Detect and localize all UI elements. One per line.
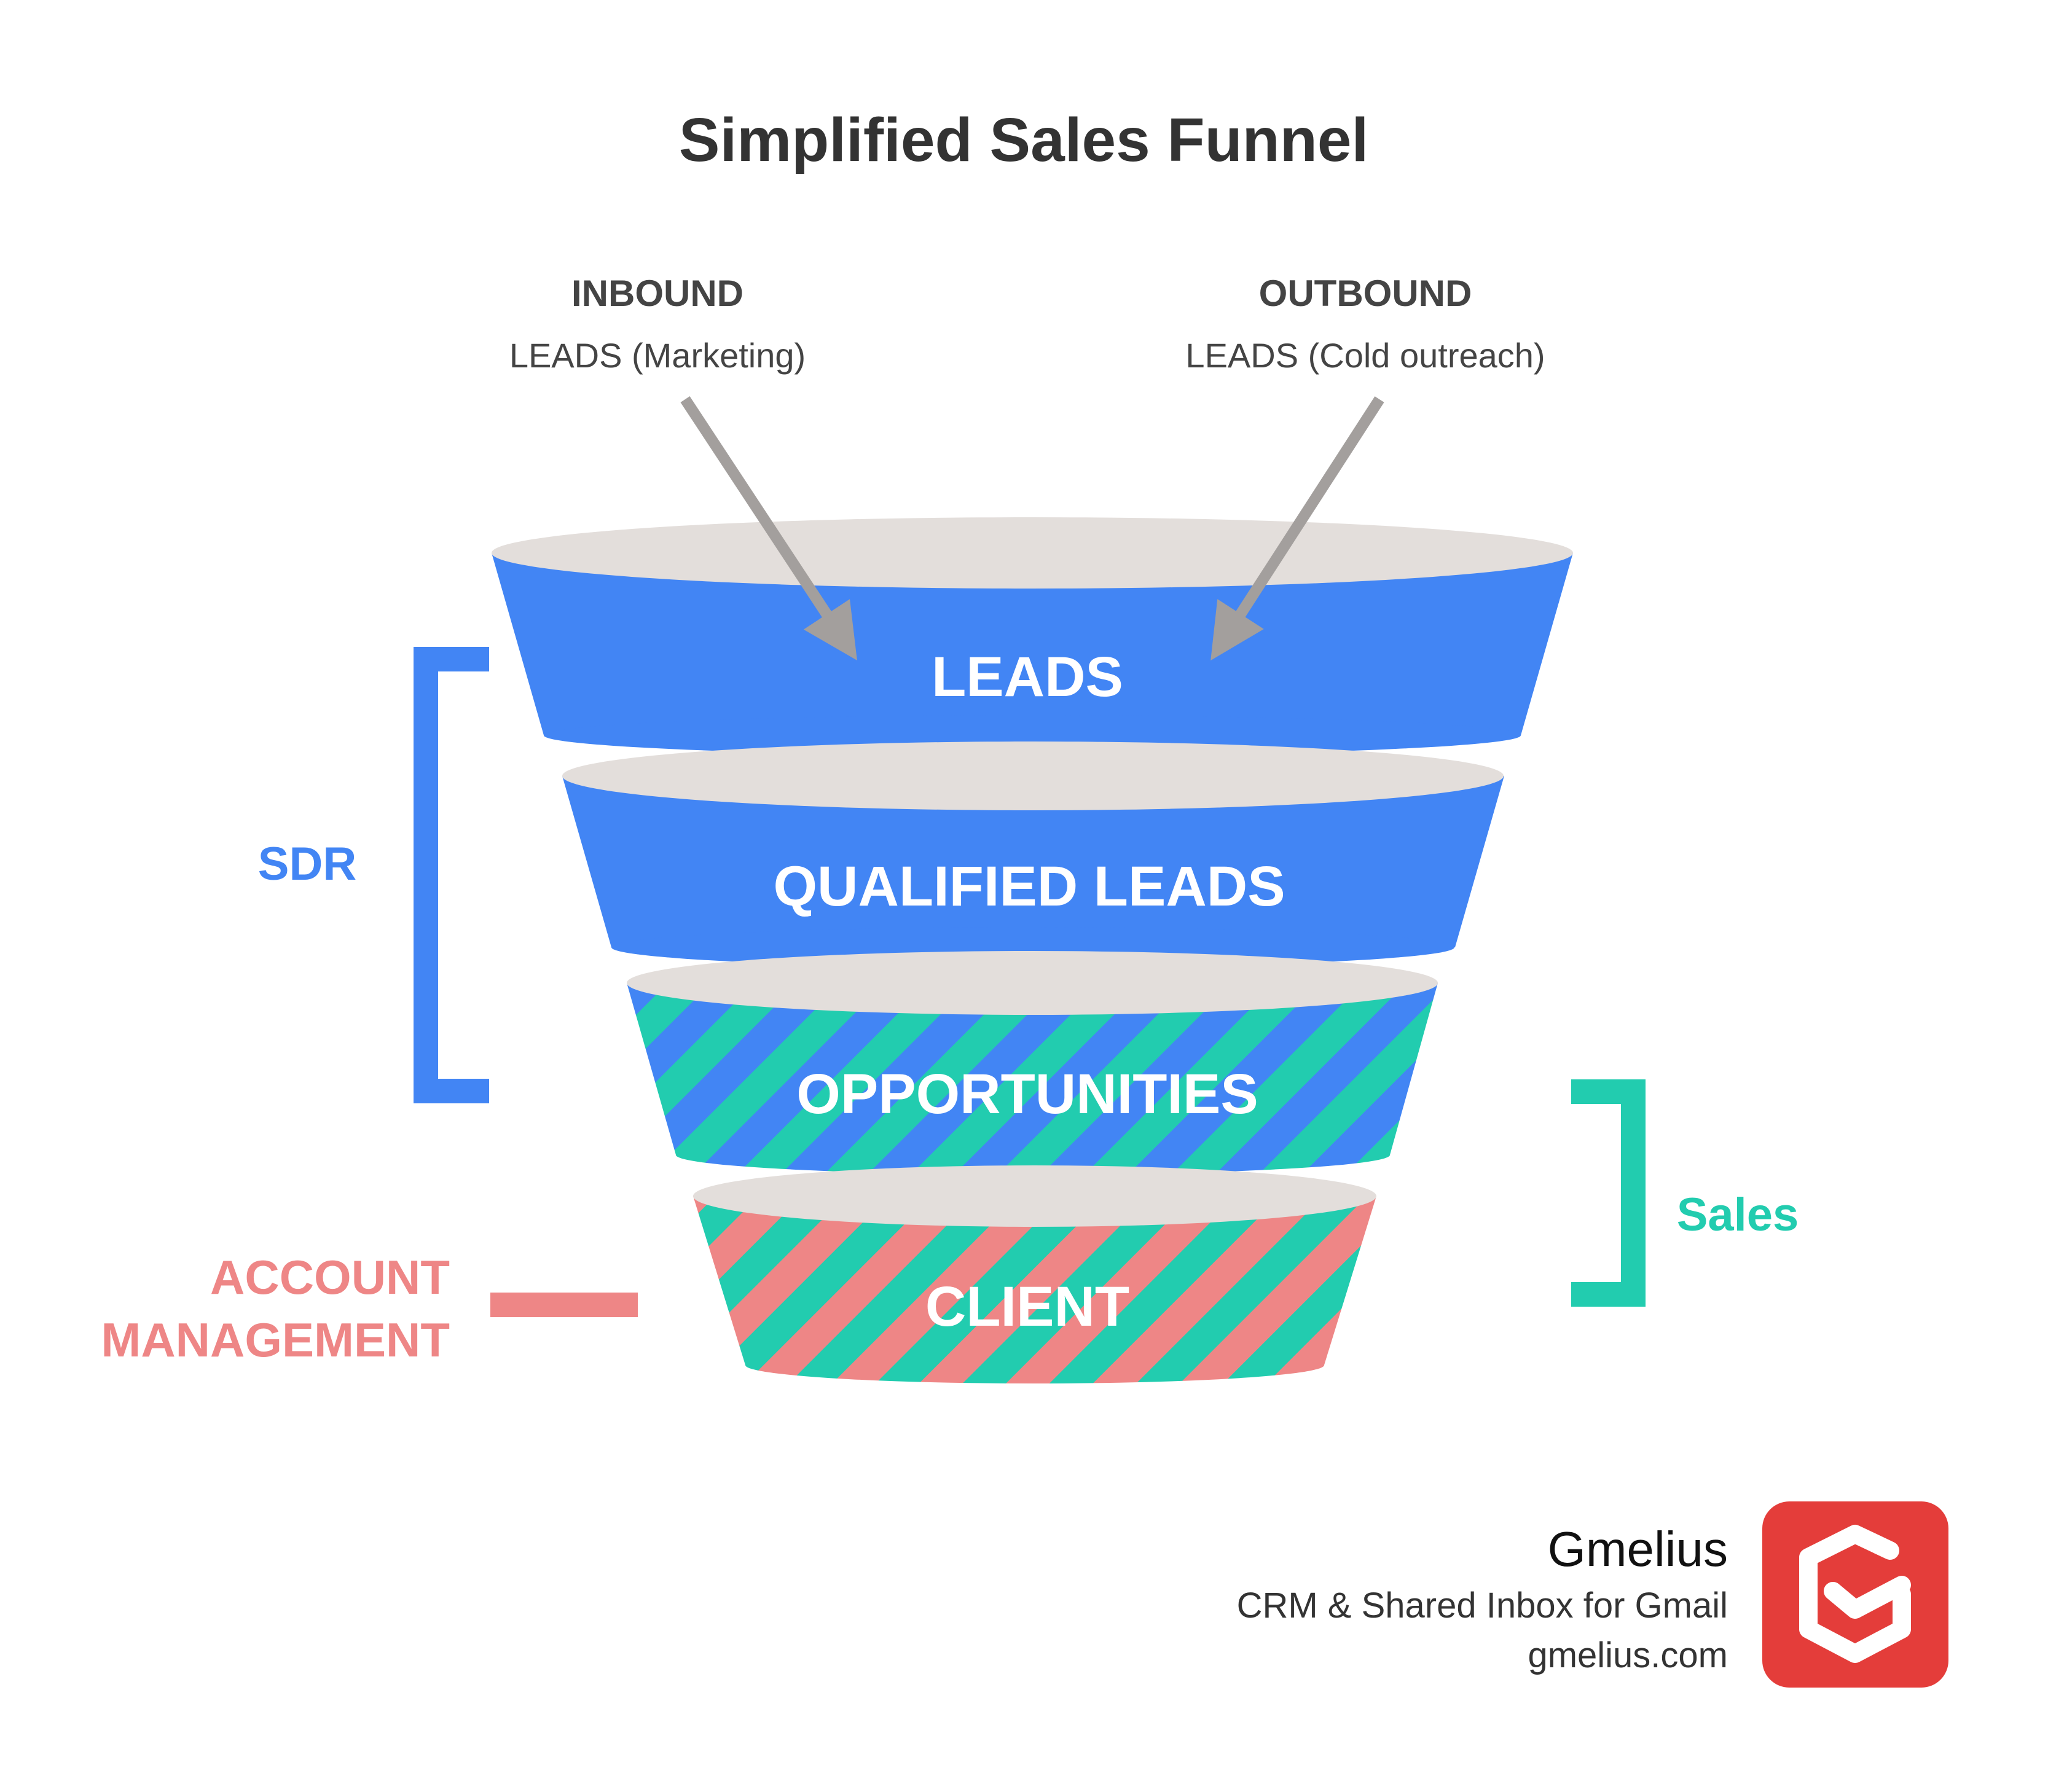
- outbound-heading: OUTBOUND: [1259, 273, 1472, 314]
- outbound-subtitle: LEADS (Cold outreach): [1185, 336, 1545, 375]
- stage-opportunities-rim: [627, 951, 1438, 1015]
- stage-client-rim: [693, 1165, 1376, 1227]
- stage-leads-label: LEADS: [932, 646, 1123, 708]
- stage-client-bottom: [745, 1347, 1324, 1383]
- stage-qualified-label: QUALIFIED LEADS: [773, 855, 1285, 918]
- brand-tagline: CRM & Shared Inbox for Gmail: [1237, 1586, 1728, 1626]
- sdr-bracket: [414, 647, 489, 1103]
- stage-leads-bottom: [544, 715, 1521, 756]
- stage-client-body: [693, 1196, 1376, 1365]
- account-management-connector: [490, 1293, 638, 1317]
- outbound-arrow: [1210, 396, 1384, 661]
- stage-opportunities-body: [627, 983, 1438, 1155]
- stage-client-label: CLIENT: [925, 1275, 1129, 1338]
- account-management-line1: ACCOUNT: [210, 1250, 450, 1304]
- sales-bracket: [1571, 1079, 1646, 1307]
- stage-leads-rim: [492, 517, 1573, 589]
- sales-label: Sales: [1677, 1189, 1799, 1241]
- inbound-arrow: [680, 396, 857, 661]
- stage-qualified-rim: [562, 741, 1504, 810]
- stage-opportunities-bottom: [676, 1135, 1390, 1175]
- page-title: Simplified Sales Funnel: [679, 106, 1368, 174]
- funnel-stage-client: CLIENT: [693, 1165, 1376, 1383]
- account-management-line2: MANAGEMENT: [101, 1313, 450, 1367]
- stage-leads-body: [492, 553, 1573, 735]
- inbound-heading: INBOUND: [571, 273, 743, 314]
- inbound-subtitle: LEADS (Marketing): [509, 336, 806, 375]
- brand-name: Gmelius: [1548, 1522, 1728, 1576]
- stage-opportunities-label: OPPORTUNITIES: [796, 1063, 1258, 1125]
- stage-qualified-body: [562, 776, 1504, 947]
- sdr-label: SDR: [258, 838, 356, 890]
- funnel-stage-qualified-leads: QUALIFIED LEADS: [562, 741, 1504, 968]
- brand-url: gmelius.com: [1528, 1635, 1728, 1675]
- funnel-stage-opportunities: OPPORTUNITIES: [627, 951, 1438, 1175]
- gmelius-logo-icon: [1762, 1501, 1948, 1688]
- funnel-stage-leads: LEADS: [492, 517, 1573, 756]
